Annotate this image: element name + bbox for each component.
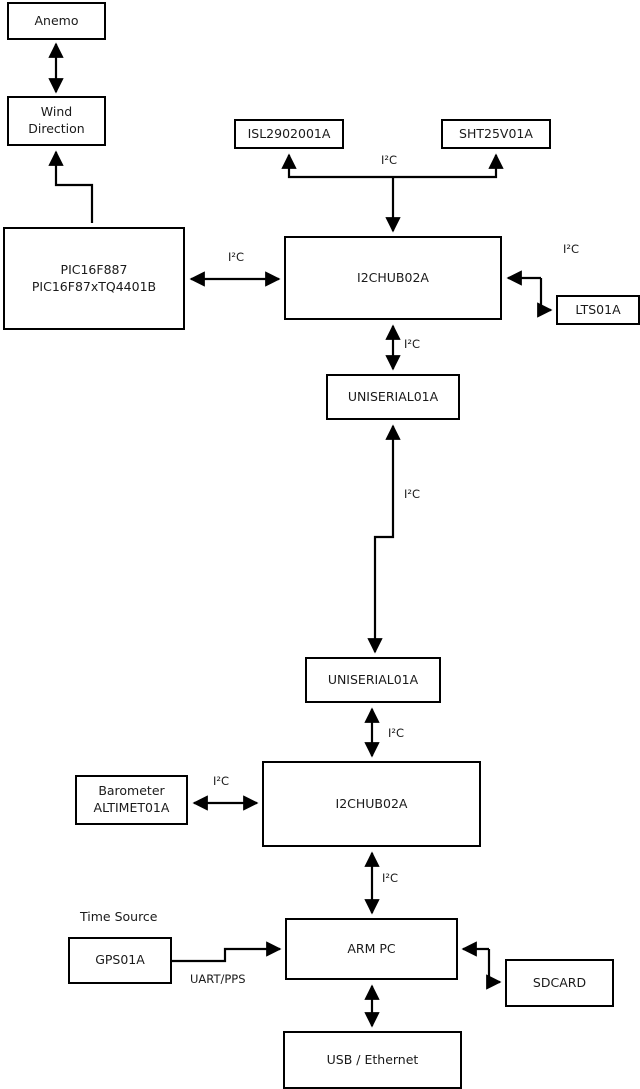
wire-uniserial-link — [367, 424, 401, 654]
node-sdcard[interactable]: SDCARD — [505, 959, 614, 1007]
node-label-i2chub02a-bottom: I2CHUB02A — [335, 795, 408, 811]
edge-label-i2c-barometer: I²C — [213, 774, 230, 788]
wire-gps-armpc — [172, 941, 282, 963]
node-label-uniserial01a-top: UNISERIAL01A — [347, 388, 439, 404]
node-label-i2chub02a-top: I2CHUB02A — [357, 269, 429, 285]
edge-label-i2c-hub-armpc: I²C — [382, 871, 399, 885]
edge-label-i2c-pic-hub: I²C — [228, 250, 245, 264]
node-usb-ethernet[interactable]: USB / Ethernet — [283, 1031, 462, 1089]
wire-hub-lts-out — [537, 278, 553, 318]
node-label-isl2902001a: ISL2902001A — [247, 125, 331, 141]
node-isl2902001a[interactable]: ISL2902001A — [234, 119, 344, 149]
node-label-uniserial01a-bottom: UNISERIAL01A — [327, 671, 419, 687]
node-label-usb-ethernet: USB / Ethernet — [326, 1051, 419, 1067]
node-anemo[interactable]: Anemo — [7, 2, 106, 40]
node-label-sht25v01a: SHT25V01A — [459, 125, 533, 141]
node-uniserial01a-bottom[interactable]: UNISERIAL01A — [305, 657, 441, 703]
label-time-source: Time Source — [80, 909, 158, 924]
wire-hub-isl — [281, 153, 393, 179]
node-uniserial01a-top[interactable]: UNISERIAL01A — [326, 374, 460, 420]
node-label-lts01a: LTS01A — [575, 301, 621, 317]
edge-label-i2c-hub-lts: I²C — [563, 242, 580, 256]
edge-label-i2c-bus-top: I²C — [381, 153, 398, 167]
edge-label-uart-pps: UART/PPS — [190, 972, 246, 986]
wire-pic-wind — [48, 150, 94, 223]
edge-label-i2c-uniserial-hub: I²C — [388, 726, 405, 740]
node-sht25v01a[interactable]: SHT25V01A — [441, 119, 551, 149]
wire-hub-sht — [393, 153, 504, 179]
node-label-wind-direction: Wind Direction — [28, 104, 85, 136]
node-lts01a[interactable]: LTS01A — [556, 295, 640, 325]
node-pic-mcu[interactable]: PIC16F887 PIC16F87xTQ4401B — [3, 227, 185, 330]
node-barometer-altimet01a[interactable]: Barometer ALTIMET01A — [75, 775, 188, 825]
node-label-pic-mcu: PIC16F887 PIC16F87xTQ4401B — [31, 261, 157, 294]
wire-armpc-sdcard-out — [486, 949, 502, 990]
node-label-barometer-altimet01a: Barometer ALTIMET01A — [93, 783, 170, 815]
node-i2chub02a-top[interactable]: I2CHUB02A — [284, 236, 502, 320]
edge-label-i2c-hub-uniserial: I²C — [404, 337, 421, 351]
node-label-anemo: Anemo — [34, 12, 79, 28]
node-wind-direction[interactable]: Wind Direction — [7, 96, 106, 146]
node-i2chub02a-bottom[interactable]: I2CHUB02A — [262, 761, 481, 847]
node-label-gps01a: GPS01A — [95, 952, 145, 968]
node-label-arm-pc: ARM PC — [347, 940, 396, 956]
node-arm-pc[interactable]: ARM PC — [285, 918, 458, 980]
node-gps01a[interactable]: GPS01A — [68, 937, 172, 984]
edge-label-i2c-uniserial-link: I²C — [404, 487, 421, 501]
node-label-sdcard: SDCARD — [532, 974, 587, 990]
